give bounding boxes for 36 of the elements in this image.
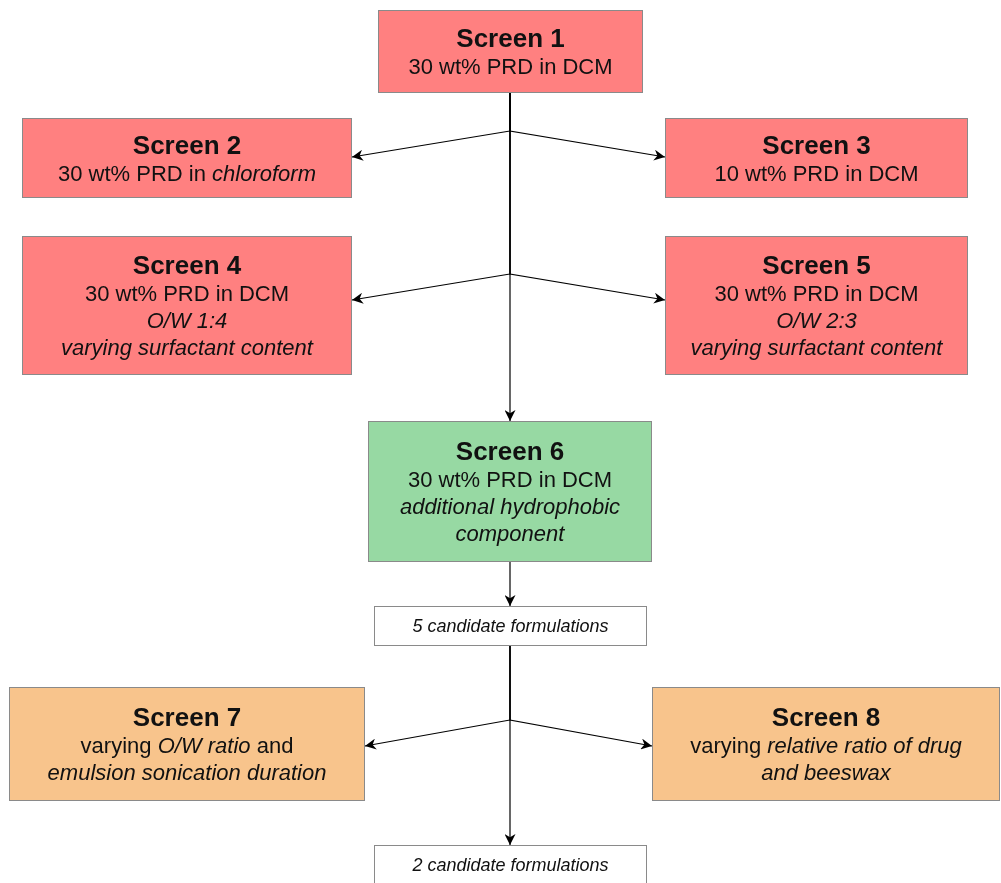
result-label: 5 candidate formulations bbox=[412, 615, 609, 637]
screen-title: Screen 4 bbox=[132, 250, 242, 280]
screen-box bbox=[665, 118, 968, 198]
screen-title: Screen 5 bbox=[762, 250, 871, 280]
screen-description: 30 wt% PRD in chloroform bbox=[58, 159, 316, 187]
screen-description: varying surfactant content bbox=[690, 334, 943, 361]
result-box bbox=[374, 845, 647, 883]
arrow bbox=[504, 92, 516, 422]
screen-description: O/W 1:4 bbox=[146, 307, 228, 334]
screen-box bbox=[378, 10, 643, 93]
screen-description: O/W 2:3 bbox=[776, 307, 857, 334]
screen-description: varying relative ratio of drug and beeswax bbox=[689, 732, 963, 786]
screen-title: Screen 7 bbox=[132, 702, 242, 732]
arrow bbox=[504, 561, 516, 607]
screen-box bbox=[22, 236, 352, 375]
screen-description: 30 wt% PRD in DCM bbox=[407, 466, 613, 493]
screen-description: varying surfactant content bbox=[61, 334, 313, 361]
screen-title: Screen 6 bbox=[455, 436, 565, 466]
screen-title: Screen 2 bbox=[132, 129, 242, 160]
screen-description: 10 wt% PRD in DCM bbox=[714, 159, 919, 187]
screen-box bbox=[652, 687, 1000, 801]
screen-title: Screen 3 bbox=[762, 129, 871, 160]
screen-description: 30 wt% PRD in DCM bbox=[408, 53, 613, 80]
arrow bbox=[504, 645, 516, 846]
screen-box bbox=[22, 118, 352, 198]
screen-box bbox=[368, 421, 652, 562]
screen-description: additional hydrophobic component bbox=[398, 493, 622, 547]
screen-description: 30 wt% PRD in DCM bbox=[84, 280, 290, 307]
result-label: 2 candidate formulations bbox=[412, 854, 609, 876]
screen-box bbox=[665, 236, 968, 375]
screen-title: Screen 1 bbox=[456, 23, 565, 53]
screen-title: Screen 8 bbox=[771, 702, 881, 732]
screen-description: 30 wt% PRD in DCM bbox=[714, 280, 919, 307]
screen-box bbox=[9, 687, 365, 801]
result-box bbox=[374, 606, 647, 646]
screen-description: varying O/W ratio and emulsion sonication duration bbox=[46, 732, 328, 786]
